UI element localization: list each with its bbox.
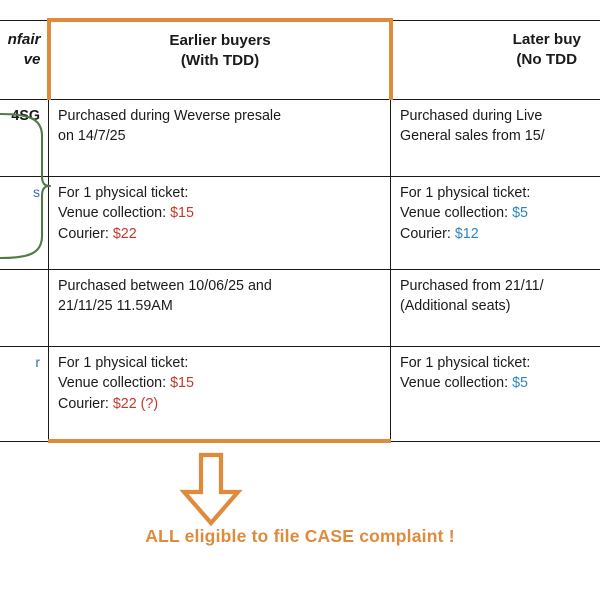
cell-line: For 1 physical ticket: bbox=[58, 185, 189, 201]
price-value: $22 (?) bbox=[112, 395, 159, 412]
column-header-earlier-buyers: Earlier buyers (With TDD) bbox=[46, 18, 393, 100]
cell-later-purchase-window: Purchased during Live General sales from… bbox=[390, 99, 600, 177]
cell-line: For 1 physical ticket: bbox=[400, 185, 531, 201]
cell-label: Courier: bbox=[400, 225, 455, 242]
cell-label: Venue collection: bbox=[58, 205, 171, 222]
column-header-left: nfair ve bbox=[0, 19, 49, 100]
cell-label: Courier: bbox=[58, 395, 113, 412]
column-header-right-line2: (No TDD bbox=[516, 50, 578, 68]
column-header-mid-line1: Earlier buyers bbox=[169, 32, 271, 49]
cell-line: For 1 physical ticket: bbox=[58, 355, 189, 371]
table-header-row: nfair ve Earlier buyers (With TDD) Later… bbox=[0, 18, 600, 100]
row-label-text: s bbox=[33, 184, 40, 200]
comparison-table: nfair ve Earlier buyers (With TDD) Later… bbox=[0, 18, 600, 443]
row-label-text: r bbox=[35, 354, 40, 370]
row-label-cell: 4SG bbox=[0, 99, 49, 177]
cell-line: Courier: $22 bbox=[58, 224, 382, 244]
cell-line: (Additional seats) bbox=[400, 298, 511, 315]
cell-later-purchase-window-2: Purchased from 21/11/ (Additional seats) bbox=[390, 269, 600, 347]
price-value: $12 bbox=[454, 225, 479, 242]
cell-earlier-prices: For 1 physical ticket: Venue collection:… bbox=[48, 176, 391, 270]
cell-line: Courier: $22 (?) bbox=[58, 394, 382, 414]
cell-label: Venue collection: bbox=[58, 375, 171, 392]
cell-line: General sales from 15/ bbox=[400, 128, 545, 145]
cell-line: 21/11/25 11.59AM bbox=[58, 298, 173, 315]
price-value: $5 bbox=[512, 205, 528, 222]
table-row: r For 1 physical ticket: Venue collectio… bbox=[0, 346, 600, 443]
cell-line: Purchased from 21/11/ bbox=[400, 278, 544, 294]
cell-line: Venue collection: $15 bbox=[58, 373, 382, 393]
column-header-left-line2: ve bbox=[23, 50, 41, 68]
cell-earlier-purchase-window: Purchased during Weverse presale on 14/7… bbox=[48, 99, 391, 177]
cell-line: Venue collection: $5 bbox=[400, 203, 600, 223]
cell-line: For 1 physical ticket: bbox=[400, 355, 531, 371]
cell-later-prices: For 1 physical ticket: Venue collection:… bbox=[390, 176, 600, 270]
cell-label: Venue collection: bbox=[400, 205, 513, 222]
price-value: $15 bbox=[170, 205, 194, 222]
cell-line: Venue collection: $5 bbox=[400, 373, 600, 393]
cell-later-prices-2: For 1 physical ticket: Venue collection:… bbox=[390, 346, 600, 442]
column-header-left-line1: nfair bbox=[7, 30, 41, 48]
cell-line: Purchased between 10/06/25 and bbox=[58, 278, 272, 294]
cell-label: Venue collection: bbox=[400, 375, 513, 392]
down-arrow-icon bbox=[179, 452, 243, 527]
cell-earlier-prices-2: For 1 physical ticket: Venue collection:… bbox=[48, 346, 391, 443]
cell-earlier-purchase-window-2: Purchased between 10/06/25 and 21/11/25 … bbox=[48, 269, 391, 347]
column-header-right-line1: Later buy bbox=[512, 30, 581, 48]
column-header-later-buyers: Later buy (No TDD bbox=[390, 19, 600, 100]
cell-line: Venue collection: $15 bbox=[58, 203, 382, 223]
cell-line: on 14/7/25 bbox=[58, 128, 126, 145]
column-header-mid-line2: (With TDD) bbox=[180, 52, 260, 70]
table-row: s For 1 physical ticket: Venue collectio… bbox=[0, 176, 600, 270]
table-row: 4SG Purchased during Weverse presale on … bbox=[0, 99, 600, 177]
table-row: Purchased between 10/06/25 and 21/11/25 … bbox=[0, 269, 600, 347]
comparison-table-wrapper: nfair ve Earlier buyers (With TDD) Later… bbox=[0, 18, 600, 443]
row-label-cell bbox=[0, 269, 49, 347]
cell-line: Courier: $12 bbox=[400, 224, 600, 244]
price-value: $22 bbox=[112, 225, 137, 242]
footer-note: ALL eligible to file CASE complaint ! bbox=[145, 526, 455, 546]
price-value: $15 bbox=[170, 375, 194, 392]
row-label-cell: r bbox=[0, 346, 49, 442]
cell-line: Purchased during Live bbox=[400, 108, 543, 124]
price-value: $5 bbox=[512, 375, 528, 392]
row-label-cell: s bbox=[0, 176, 49, 270]
cell-label: Courier: bbox=[58, 225, 113, 242]
cell-line: Purchased during Weverse presale bbox=[58, 108, 282, 124]
